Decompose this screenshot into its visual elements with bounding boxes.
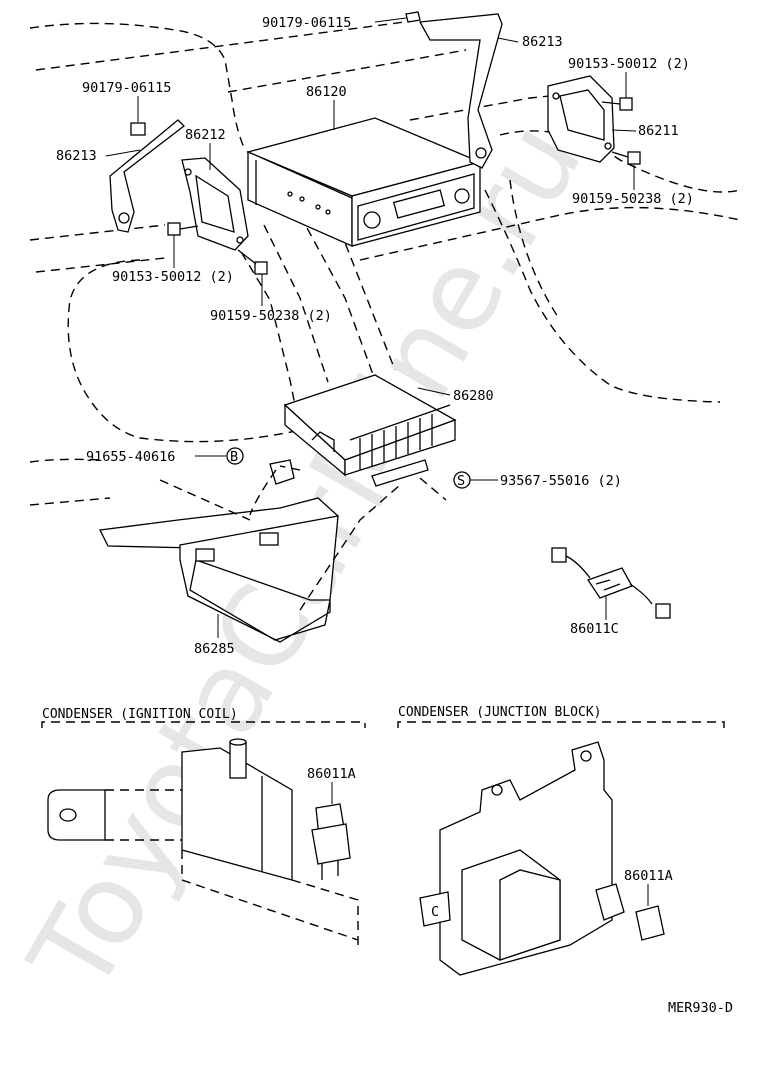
condenser-86011c [551, 547, 671, 619]
label-86011c: 86011C [570, 621, 619, 637]
figure-code: MER930-D [668, 1000, 733, 1016]
bracket-86213-top [405, 11, 503, 169]
label-86280: 86280 [453, 388, 494, 404]
dashboard-outline [29, 19, 741, 506]
labels-top: 90179-06115 86213 90153-50012 (2) 86211 … [56, 15, 694, 324]
label-86211: 86211 [638, 123, 679, 139]
amp-screw-leaders [279, 465, 447, 501]
label-86213-top: 86213 [522, 34, 563, 50]
section-title-junction: CONDENSER (JUNCTION BLOCK) [398, 705, 602, 720]
label-91655-40616: 91655-40616 [86, 449, 175, 465]
bolt-90159-left [237, 249, 268, 275]
bracket-86212 [181, 157, 249, 251]
bracket-86213-left [109, 119, 185, 233]
label-90159-50238-left: 90159-50238 (2) [210, 308, 332, 324]
radio-receiver-86120 [246, 117, 483, 247]
label-86213-left: 86213 [56, 148, 97, 164]
label-90153-50012-right: 90153-50012 (2) [568, 56, 690, 72]
marker-s-letter: S [457, 473, 465, 489]
label-86212: 86212 [185, 127, 226, 143]
labels-middle: 86280 91655-40616 B 93567-55016 (2) S 86… [86, 387, 622, 657]
bolt-90153-left [167, 222, 199, 236]
marker-b-letter: B [230, 449, 238, 465]
label-86285: 86285 [194, 641, 235, 657]
section-junction-block: CONDENSER (JUNCTION BLOCK) C 86011A [397, 705, 725, 976]
label-90159-50238-right: 90159-50238 (2) [572, 191, 694, 207]
label-90179-06115-top: 90179-06115 [262, 15, 351, 31]
label-93567-55016: 93567-55016 (2) [500, 473, 622, 489]
marker-s [453, 471, 471, 489]
label-86011a-junction: 86011A [624, 868, 673, 884]
marker-c: C [431, 904, 439, 920]
label-90179-06115-left: 90179-06115 [82, 80, 171, 96]
bracket-86285 [99, 459, 401, 643]
bolt-90159-right [611, 151, 641, 165]
label-86120: 86120 [306, 84, 347, 100]
label-90153-50012-left: 90153-50012 (2) [112, 269, 234, 285]
section-ignition-coil: CONDENSER (IGNITION COIL) 86011A [41, 707, 366, 945]
marker-b [226, 447, 244, 465]
amplifier-86280 [283, 374, 457, 487]
nut-90179-left [130, 122, 146, 136]
bracket-86211 [547, 75, 615, 163]
label-86011a-ignition: 86011A [307, 766, 356, 782]
section-title-ignition: CONDENSER (IGNITION COIL) [42, 707, 238, 722]
